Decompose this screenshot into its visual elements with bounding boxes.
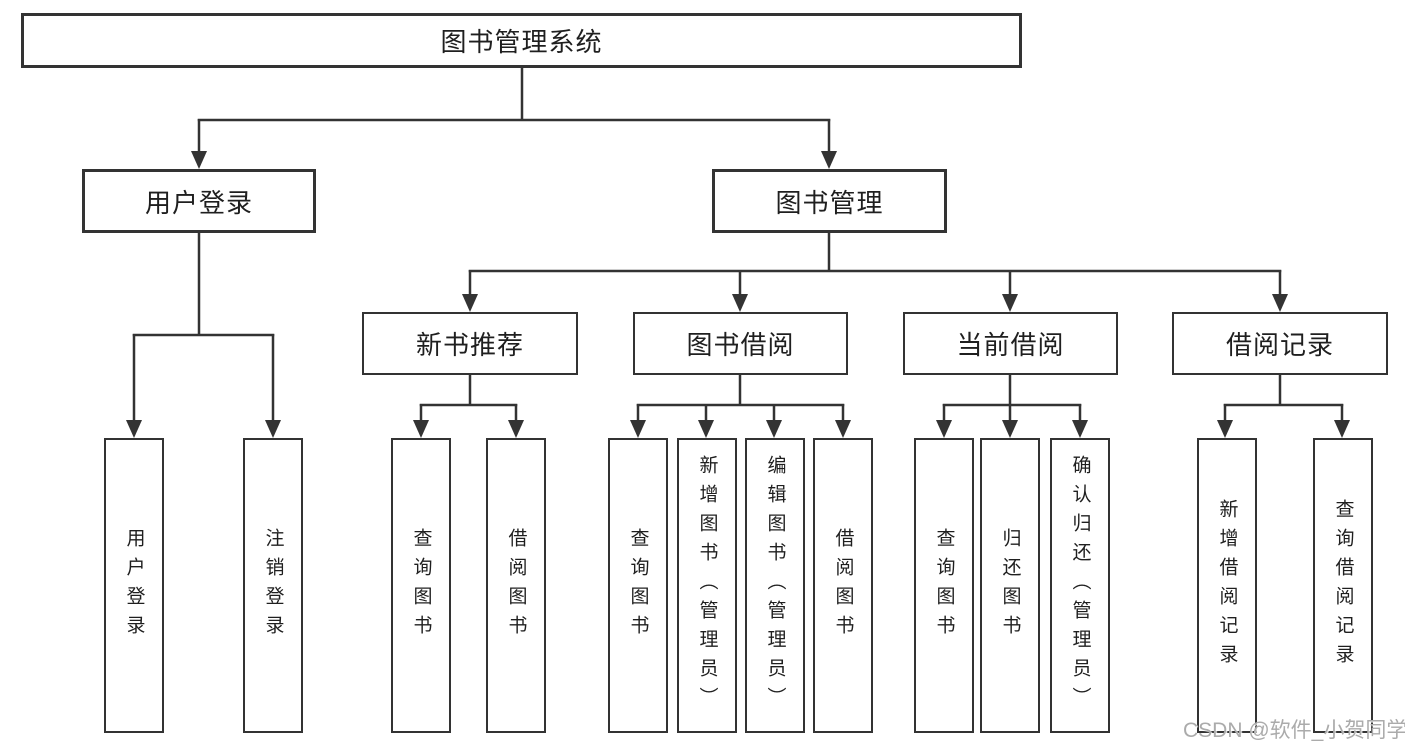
leaf-borrow-books-recommend: 借阅图书 <box>486 438 546 733</box>
leaf-query-books-recommend: 查询图书 <box>391 438 451 733</box>
node-book-management: 图书管理 <box>712 169 947 233</box>
node-new-book-recommend: 新书推荐 <box>362 312 578 375</box>
leaf-query-borrow-record: 查询借阅记录 <box>1313 438 1373 733</box>
node-current-borrowing: 当前借阅 <box>903 312 1118 375</box>
leaf-edit-book-admin: 编辑图书（管理员） <box>745 438 805 733</box>
leaf-logout: 注销登录 <box>243 438 303 733</box>
leaf-return-books: 归还图书 <box>980 438 1040 733</box>
leaf-confirm-return-admin: 确认归还（管理员） <box>1050 438 1110 733</box>
node-borrow-records: 借阅记录 <box>1172 312 1388 375</box>
leaf-add-book-admin: 新增图书（管理员） <box>677 438 737 733</box>
watermark: CSDN @软件_小贺同学 <box>1183 719 1405 742</box>
leaf-query-books-borrowing: 查询图书 <box>608 438 668 733</box>
node-book-borrowing: 图书借阅 <box>633 312 848 375</box>
node-root: 图书管理系统 <box>21 13 1022 68</box>
leaf-query-books-current: 查询图书 <box>914 438 974 733</box>
leaf-user-login: 用户登录 <box>104 438 164 733</box>
leaf-borrow-books-borrowing: 借阅图书 <box>813 438 873 733</box>
leaf-add-borrow-record: 新增借阅记录 <box>1197 438 1257 733</box>
node-user-login: 用户登录 <box>82 169 316 233</box>
